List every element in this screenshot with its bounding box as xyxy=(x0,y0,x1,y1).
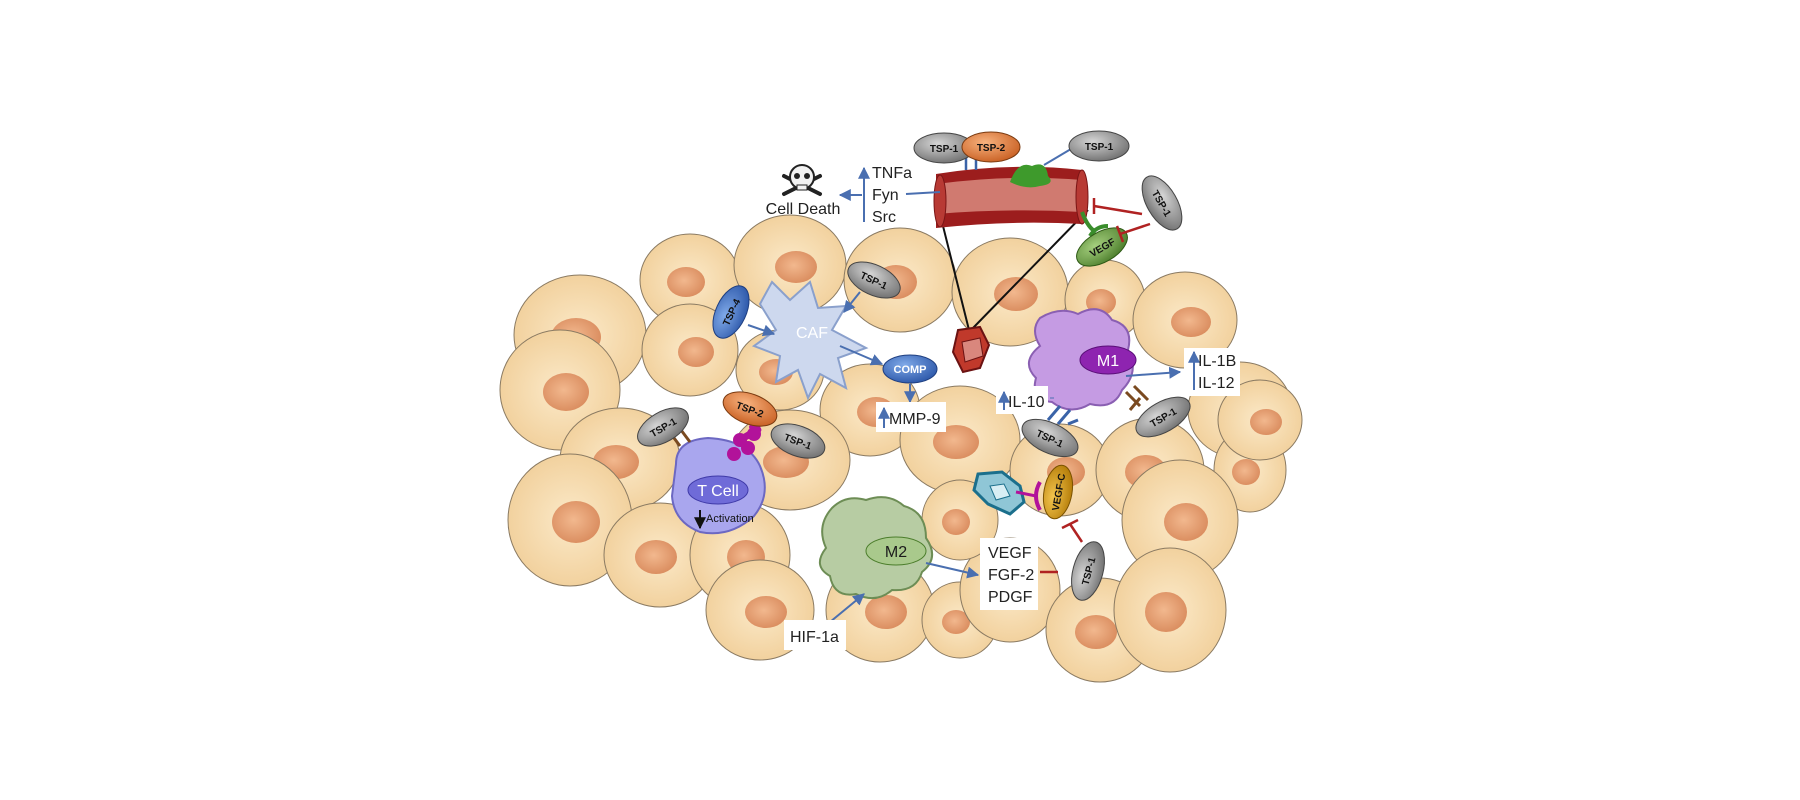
tsp1-label: TSP-1 xyxy=(930,144,959,155)
m2-macrophage: M2 xyxy=(819,496,933,600)
lymphatic-cross-section xyxy=(972,470,1042,516)
tumor-cell-nucleus xyxy=(942,610,970,634)
tsp1-pill-m1-a: TSP-1 xyxy=(1021,418,1079,458)
m1-label: M1 xyxy=(1097,353,1119,370)
il12-label: IL-12 xyxy=(1198,375,1235,392)
cell-death-label: Cell Death xyxy=(766,201,841,218)
mmp9-label: MMP-9 xyxy=(889,411,941,428)
m1-macrophage: M1 xyxy=(1028,308,1137,411)
blood-vessel xyxy=(933,164,1089,331)
activation-label: Activation xyxy=(706,513,754,525)
tsp2-label: TSP-2 xyxy=(977,143,1006,154)
signal-tnfa: TNFa xyxy=(872,165,912,182)
caf-cell: CAF xyxy=(751,280,869,401)
comp-pill: COMP xyxy=(882,354,938,384)
lymph-inhibition-lines xyxy=(1040,518,1084,574)
tsp1-pill-m1-b: TSP-1 xyxy=(1135,396,1191,438)
m1-receptors xyxy=(1046,384,1150,426)
caf-label: CAF xyxy=(796,325,828,342)
tumor-cell-nucleus xyxy=(678,337,714,367)
tsp1-label: TSP-1 xyxy=(1085,142,1114,153)
il1b-label: IL-1B xyxy=(1198,353,1236,370)
vessel-inhibition-lines xyxy=(1092,198,1151,243)
tsp1-pill-vessel-b: TSP-1 xyxy=(1068,130,1130,162)
signal-fyn: Fyn xyxy=(872,187,899,204)
comp-label: COMP xyxy=(894,364,927,376)
hif-label: HIF-1a xyxy=(790,629,839,646)
tumor-cell-nucleus xyxy=(1232,459,1260,485)
m1-outputs-box: IL-1B IL-12 xyxy=(1125,348,1240,396)
tumor-cell-nucleus xyxy=(775,251,817,283)
tumor-cell-mass xyxy=(499,214,1303,683)
tsp1-pill-tcell-b: TSP-1 xyxy=(770,423,826,459)
signal-src: Src xyxy=(872,209,896,226)
vegfc-pill: VEGF-C xyxy=(1042,464,1074,520)
tsp1-pill-lymph: TSP-1 xyxy=(1071,541,1105,601)
tumor-cell-nucleus xyxy=(745,596,787,628)
tumor-cell-nucleus xyxy=(865,595,907,629)
tumor-cell-nucleus xyxy=(1075,615,1117,649)
tumor-cell-nucleus xyxy=(994,277,1038,311)
tumor-cell-nucleus xyxy=(1145,592,1187,632)
tumor-cell-nucleus xyxy=(1250,409,1282,435)
tumor-cell-nucleus xyxy=(942,509,970,535)
tsp1-pill-vessel-c: TSP-1 xyxy=(1141,175,1183,231)
tumor-cell-nucleus xyxy=(933,425,979,459)
vessel-cross-section xyxy=(951,325,991,374)
tcell-label: T Cell xyxy=(697,483,739,500)
tsp2-pill-vessel: TSP-2 xyxy=(961,131,1021,163)
m2-outputs-box: VEGF FGF-2 PDGF xyxy=(980,538,1038,610)
il10-label: IL-10 xyxy=(1008,394,1045,411)
tsp1-pill-caf: TSP-1 xyxy=(847,261,901,299)
pdgf-output-label: PDGF xyxy=(988,589,1033,606)
mmp9-box: MMP-9 xyxy=(876,402,946,432)
skull-crossbones-icon xyxy=(782,164,822,196)
t-cell: T Cell Activation xyxy=(670,436,766,535)
vegf-output-label: VEGF xyxy=(988,545,1032,562)
fgf2-output-label: FGF-2 xyxy=(988,567,1034,584)
tsp4-pill: TSP-4 xyxy=(712,285,750,339)
endothelial-cell xyxy=(1010,164,1051,188)
tumor-cell-nucleus xyxy=(1164,503,1208,541)
m2-label: M2 xyxy=(885,544,907,561)
hif-box: HIF-1a xyxy=(784,620,846,650)
il10-box: IL-10 xyxy=(996,386,1054,414)
tumor-cell-nucleus xyxy=(667,267,705,297)
tumor-cell-nucleus xyxy=(1171,307,1211,337)
cell-death-group: Cell Death TNFa Fyn Src xyxy=(766,164,941,226)
tsp1-pill-tcell-a: TSP-1 xyxy=(637,407,689,447)
tumor-cell-nucleus xyxy=(543,373,589,411)
tsp2-pill-tcell: TSP-2 xyxy=(722,391,778,427)
caf-arrows xyxy=(747,291,916,404)
vegf-pill: VEGF xyxy=(1076,227,1128,267)
tumor-cell-nucleus xyxy=(635,540,677,574)
tumor-cell-nucleus xyxy=(552,501,600,543)
m2-arrows xyxy=(829,562,980,623)
